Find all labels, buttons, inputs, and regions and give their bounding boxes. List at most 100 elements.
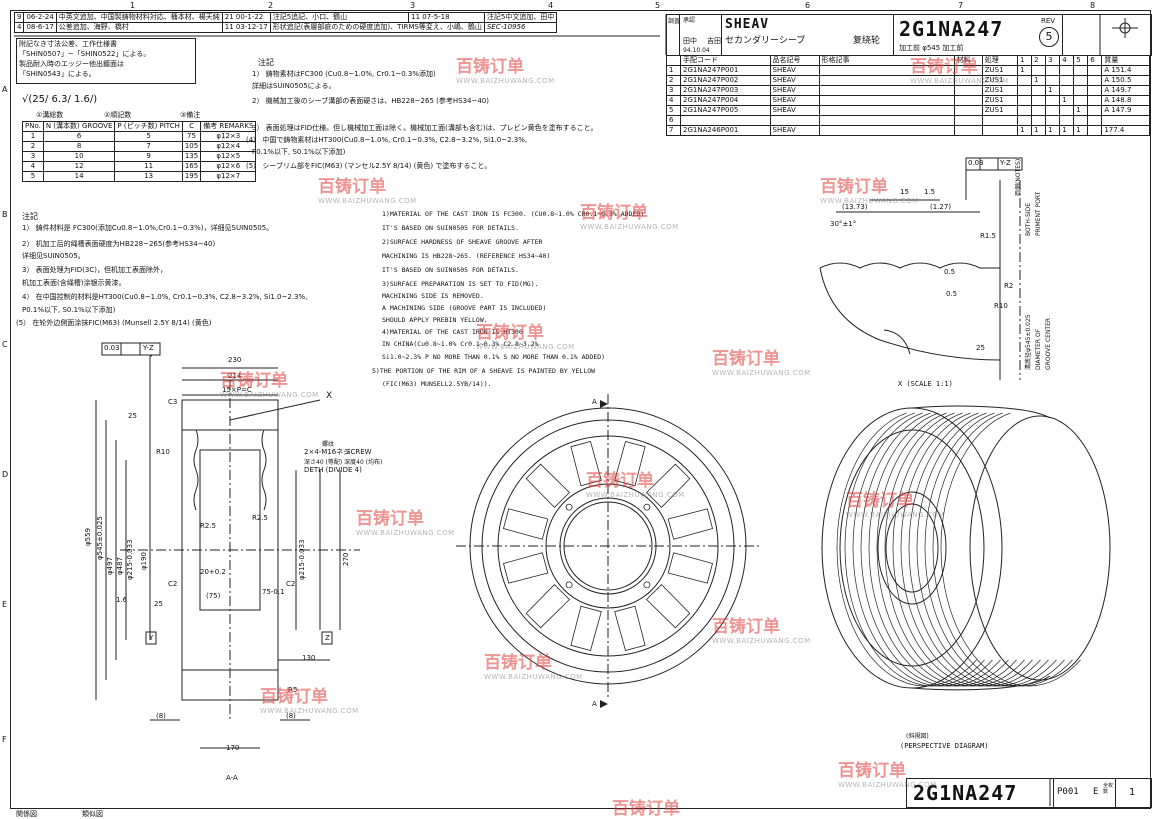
section-cut-marks bbox=[600, 400, 608, 708]
dim-label: φ487 bbox=[116, 557, 124, 575]
watermark-url: WWW.BAIZHUWANG.COM bbox=[586, 491, 685, 499]
perspective-grooves bbox=[836, 409, 1118, 687]
revision-row: 4 08-6-17 公差追加、海野、橋村 11 03-12-17 形状追記(表層… bbox=[13, 22, 558, 33]
bolt-hole bbox=[643, 581, 651, 589]
dim-label: 15 bbox=[900, 188, 909, 196]
page-label: E bbox=[1093, 787, 1099, 797]
groove-line bbox=[860, 409, 1038, 687]
groove-line bbox=[924, 409, 1102, 687]
grid-col-3: 3 bbox=[410, 1, 416, 10]
jp-note-line: (5） シーブリム部をFIC(M63) (マンセル2.5Y 8/14) (黄色)… bbox=[246, 162, 492, 170]
watermark-brand: 百铸订单 bbox=[910, 57, 978, 77]
label-check: 調査 bbox=[668, 18, 681, 25]
jp-note-line: 詳細はSUIN0505による。 bbox=[252, 82, 336, 90]
datum-y: Y bbox=[149, 634, 154, 642]
revision-date: 08-6-17 bbox=[23, 22, 57, 33]
watermark-url: WWW.BAIZHUWANG.COM bbox=[356, 529, 455, 537]
label-approve: 承認 bbox=[683, 17, 696, 24]
dim-label: 25 bbox=[976, 344, 985, 352]
dim-label: φ215-0.033 bbox=[298, 539, 306, 580]
part-name-jp: セカンダリーシーブ bbox=[725, 36, 806, 46]
en-note-line: 4)MATERIAL OF THE CAST IRON IS HT300 bbox=[382, 328, 523, 336]
tolerance-datum: Y-Z bbox=[1000, 159, 1011, 167]
surface-roughness-symbol: √(25/ 6.3/ 1.6/) bbox=[22, 94, 98, 105]
part-name-cn: 复绕轮 bbox=[853, 36, 881, 46]
dim-label: (8) bbox=[156, 712, 166, 720]
dim-label: 230 bbox=[228, 356, 242, 364]
groove-line bbox=[884, 409, 1062, 687]
page-code: P001 bbox=[1057, 787, 1079, 797]
watermark-brand: 百铸订单 bbox=[220, 371, 288, 391]
rev-label: REV bbox=[1041, 17, 1056, 25]
dim-label: 214 bbox=[228, 372, 242, 380]
watermark-brand: 百铸订单 bbox=[356, 509, 424, 529]
table-cell bbox=[981, 125, 1019, 136]
watermark-url: WWW.BAIZHUWANG.COM bbox=[476, 343, 575, 351]
cn-notes-title: 注記 bbox=[22, 212, 38, 221]
dim-label: R5 bbox=[288, 686, 298, 694]
revision-mark: 4 bbox=[13, 22, 25, 33]
watermark-brand: 百铸订单 bbox=[260, 687, 328, 707]
tolerance-value: 0.03 bbox=[968, 159, 984, 167]
revision-row: 9 06-2-24 中英文追加、中国製鋳物材料対応、桶本材、楊天純 21 00-… bbox=[13, 12, 558, 23]
jp-note-line: P0.1%以下, S0.1%以下添加) bbox=[252, 148, 346, 156]
roughness-label: 25 bbox=[128, 412, 137, 420]
groove-line bbox=[932, 409, 1110, 687]
jp-note-line: 3） 表面処理はFID仕様。但し機械加工面は除く。機械加工面(溝部も含む)は、プ… bbox=[252, 124, 598, 132]
groove-line bbox=[916, 409, 1094, 687]
groove-line bbox=[900, 409, 1078, 687]
dim-label: R2.5 bbox=[252, 514, 268, 522]
dim-label: 130 bbox=[302, 654, 316, 662]
total-sheets: 1 bbox=[1129, 787, 1136, 798]
section-mark-a-bottom: A bbox=[592, 700, 597, 708]
watermark-brand: 百铸订单 bbox=[318, 177, 386, 197]
watermark-brand: 百铸订单 bbox=[820, 177, 888, 197]
grid-row-C: C bbox=[2, 340, 8, 349]
spoke-opening bbox=[525, 584, 570, 629]
en-note-line: IN CHINA(Cu0.8~1.0% Cr0.1~0.3% C2.8~3.2% bbox=[382, 340, 539, 348]
groove-table-note: ③備注 bbox=[180, 111, 201, 119]
dim-label: 30°±1° bbox=[830, 220, 857, 228]
designer-name: 吉田 bbox=[707, 37, 721, 45]
watermark-brand: 百铸订单 bbox=[712, 617, 780, 637]
cn-note-line: 4） 在中国控制的材料是HT300(Cu0.8~1.0%, Cr0.1~0.3%… bbox=[22, 293, 308, 301]
spec-note-line: 「SHIN0543」による。 bbox=[19, 70, 96, 78]
jp-note-line: 1） 鋳物素材はFC300 (Cu0.8~1.0%, Cr0.1~0.3%添加) bbox=[252, 70, 436, 78]
grid-col-5: 5 bbox=[655, 1, 661, 10]
dim-label: φ545±0.025 bbox=[96, 516, 104, 560]
title-block: 調査 承認 田中 吉田 94.10.04 SHEAV セカンダリーシーブ 复绕轮… bbox=[666, 14, 1152, 56]
en-note-line: SHOULD APPLY PREBIN YELLOW. bbox=[382, 316, 488, 324]
perspective-view bbox=[821, 405, 1111, 691]
groove-line bbox=[940, 409, 1118, 687]
dim-label: φ559 bbox=[84, 528, 92, 546]
watermark-brand: 百铸订单 bbox=[580, 203, 648, 223]
spec-note-box: 附記なき寸法公差、工作仕様書 「SHIN0507」~「SHIN0522」による。… bbox=[16, 38, 196, 84]
groove-line bbox=[908, 409, 1086, 687]
grid-col-2: 2 bbox=[268, 1, 274, 10]
watermark-url: WWW.BAIZHUWANG.COM bbox=[820, 197, 919, 205]
jp-note-line: 2） 機械加工後のシーブ溝部の表面硬さは、HB228~265 (参考HS34~4… bbox=[252, 97, 489, 105]
checker-name: 田中 bbox=[683, 37, 697, 45]
sheet-border bbox=[10, 10, 1151, 809]
en-note-line: A MACHINING SIDE (GROOVE PART IS INCLUDE… bbox=[382, 304, 547, 312]
table-cell bbox=[1087, 125, 1103, 136]
watermark-brand: 百铸订单 bbox=[476, 323, 544, 343]
groove-line bbox=[892, 409, 1070, 687]
handwritten-note: SEC-10956 bbox=[483, 22, 558, 33]
dim-label: φ215-0.033 bbox=[126, 539, 134, 580]
drawing-number: 2G1NA247 bbox=[899, 17, 1004, 41]
dim-label: 170 bbox=[226, 744, 240, 752]
